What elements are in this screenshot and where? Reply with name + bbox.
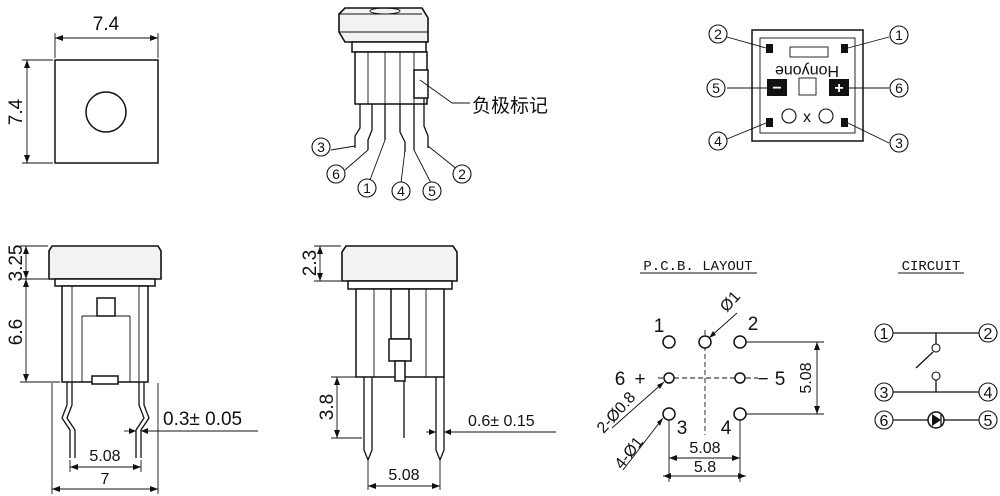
pcb-pin-6: 6 <box>615 369 626 390</box>
pcb-hole-dim: Ø1 <box>717 288 744 315</box>
pcb-horiz-pitch-dim: 5.08 <box>689 440 720 457</box>
pcb-hole-3 <box>662 407 676 421</box>
led-symbol <box>932 414 941 426</box>
pcb-small-holes-dim: 2-Ø0.8 <box>594 389 639 437</box>
pcb-plus: + <box>634 369 645 390</box>
perspective-view: 负极标记 3 6 1 4 5 2 <box>311 7 548 201</box>
side-lead-width-dim: 0.6± 0.15 <box>468 413 535 430</box>
pcb-hole-4 <box>733 407 747 421</box>
pcb-pin-5: 5 <box>775 369 786 390</box>
circuit-pin-5: 5 <box>984 413 993 430</box>
bottom-view-plus: + <box>834 80 843 97</box>
side-cap-height-dim: 2.3 <box>300 250 321 276</box>
bottom-pin-5: 5 <box>712 80 720 96</box>
side-view: 2.3 3.8 0.6± 0.15 5.08 <box>300 245 556 490</box>
top-view-button <box>85 91 127 133</box>
pcb-layout-title: P.C.B. LAYOUT <box>643 259 752 275</box>
top-view: 7.4 7.4 <box>6 14 159 164</box>
pcb-large-holes-dim: 4-Ø1 <box>612 434 647 473</box>
pcb-hole-5 <box>734 372 746 384</box>
persp-pin-1: 1 <box>363 180 371 196</box>
pcb-vert-pitch-dim: 5.08 <box>798 362 815 393</box>
bottom-pin-1: 1 <box>895 27 903 43</box>
top-view-width-dim: 7.4 <box>93 14 120 35</box>
pcb-minus: − <box>757 369 768 390</box>
top-view-height-dim: 7.4 <box>6 98 27 125</box>
front-body-height-dim: 6.6 <box>6 319 27 345</box>
front-lead-thickness-dim: 0.3± 0.05 <box>163 409 242 430</box>
pcb-hole-2 <box>733 335 747 349</box>
bottom-view-x: x <box>803 109 811 126</box>
pcb-pin-4: 4 <box>721 418 732 439</box>
bottom-pin-6: 6 <box>895 80 903 96</box>
pcb-horiz-outer-dim: 5.8 <box>694 459 716 476</box>
persp-pin-4: 4 <box>397 183 405 199</box>
bottom-pin-3: 3 <box>895 135 903 151</box>
circuit-title: CIRCUIT <box>902 259 961 275</box>
circuit-pin-1: 1 <box>880 326 889 343</box>
side-pitch-dim: 5.08 <box>388 467 419 484</box>
persp-pin-3: 3 <box>317 139 325 155</box>
bottom-view-brand: Honyone <box>775 62 839 79</box>
persp-pin-5: 5 <box>428 183 436 199</box>
persp-pin-2: 2 <box>458 166 466 182</box>
front-pitch-dim: 5.08 <box>89 448 120 465</box>
pcb-hole-6 <box>663 372 675 384</box>
bottom-pin-2: 2 <box>714 26 722 42</box>
front-view: 3.25 6.6 0.3± 0.05 5.08 7 <box>6 245 258 494</box>
bottom-view: Honyone − + x 2 1 5 6 4 3 <box>706 24 909 153</box>
circuit-pin-2: 2 <box>984 326 993 343</box>
pcb-layout: P.C.B. LAYOUT 1 2 6 + − 5 3 4 Ø1 2-Ø0.8 … <box>594 259 824 482</box>
pcb-hole-1 <box>662 335 676 349</box>
circuit-pin-3: 3 <box>880 385 889 402</box>
circuit-diagram: CIRCUIT 1 2 3 4 6 5 <box>874 259 998 430</box>
pcb-pin-1: 1 <box>654 316 665 337</box>
pcb-pin-3: 3 <box>677 418 688 439</box>
circuit-pin-4: 4 <box>984 385 993 402</box>
bottom-pin-4: 4 <box>714 133 722 149</box>
pcb-pin-2: 2 <box>748 314 759 335</box>
front-width-dim: 7 <box>101 471 110 488</box>
negative-mark-label: 负极标记 <box>472 95 548 117</box>
bottom-view-minus: − <box>772 80 781 97</box>
pcb-hole-center <box>698 335 712 349</box>
persp-pin-6: 6 <box>332 166 340 182</box>
circuit-pin-6: 6 <box>880 413 889 430</box>
side-lead-length-dim: 3.8 <box>317 394 338 420</box>
front-cap-height-dim: 3.25 <box>6 245 27 282</box>
